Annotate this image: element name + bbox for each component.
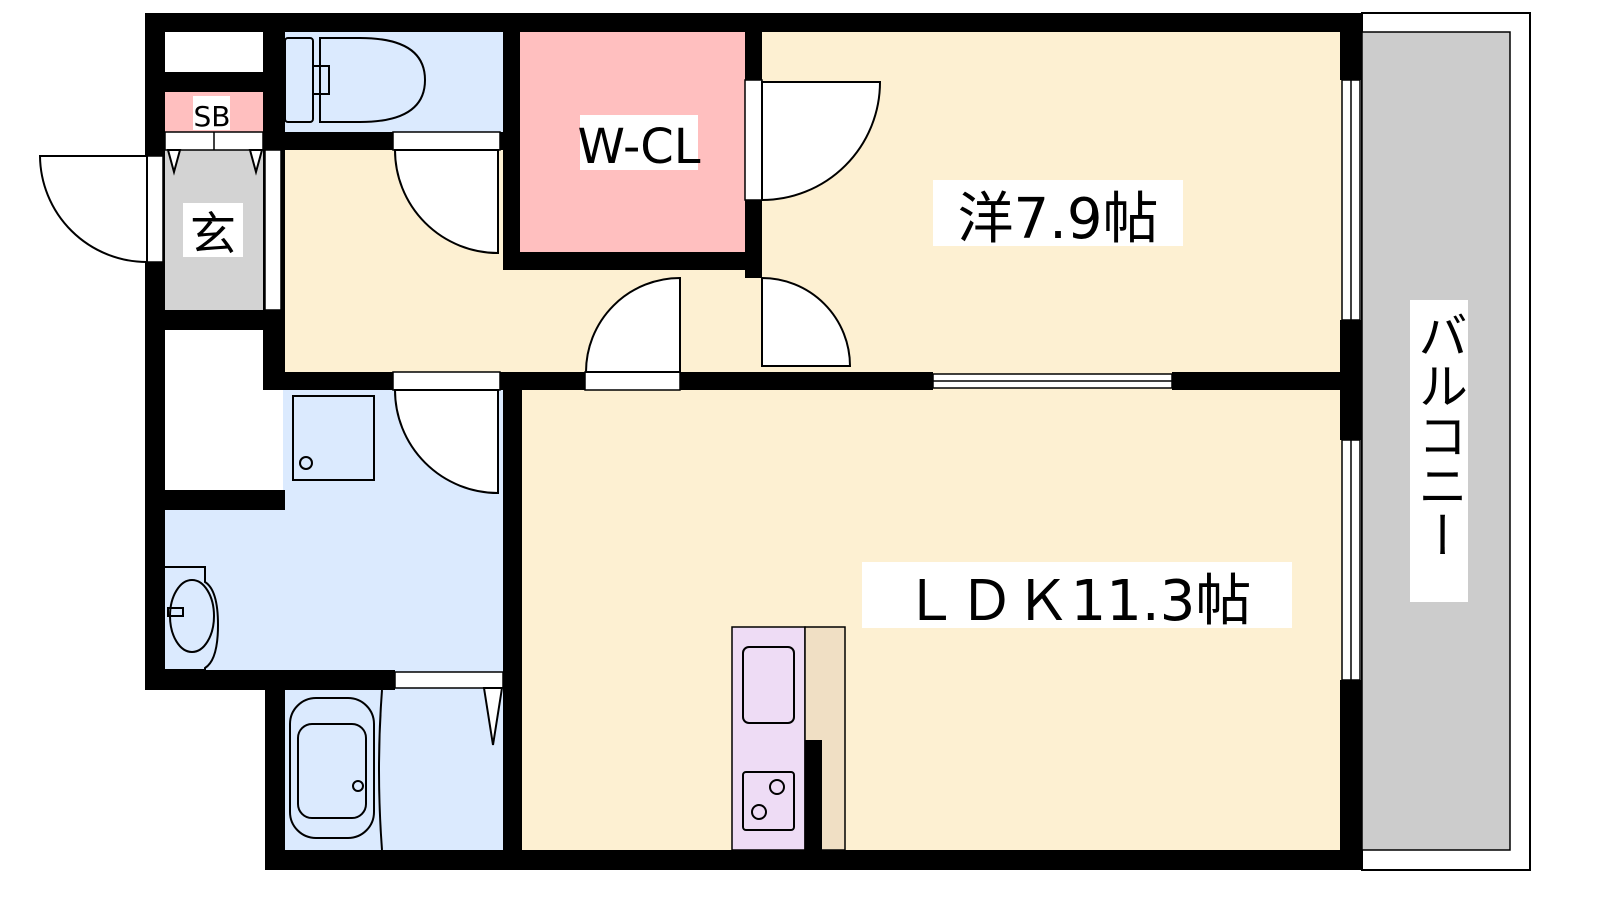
bathtub-icon	[289, 689, 383, 851]
balcony-label: バルコニー	[1410, 310, 1468, 560]
washroom-door	[393, 389, 499, 495]
kitchen-counter	[731, 626, 806, 851]
shoe-box-label: SB	[194, 100, 231, 133]
doors	[38, 81, 882, 746]
walk-in-closet-label: W-CL	[577, 119, 700, 175]
entrance-label: 玄	[190, 207, 236, 261]
ldk-door	[584, 276, 681, 373]
bathroom	[283, 688, 505, 852]
western-room-label: 洋7.9帖	[957, 187, 1158, 252]
entrance-door	[38, 155, 148, 264]
hallway-door	[393, 149, 499, 255]
sink-icon	[742, 646, 795, 724]
ldk-label: ＬＤＫ11.3帖	[903, 569, 1252, 634]
bath-door	[482, 687, 504, 746]
washing-machine-icon	[292, 395, 375, 481]
washroom-lower	[163, 508, 505, 672]
closet-door	[761, 276, 852, 367]
washbasin-icon	[165, 566, 220, 671]
toilet-icon	[284, 37, 427, 123]
stove-icon	[742, 771, 795, 831]
balcony: バルコニー	[1361, 12, 1531, 871]
western-room-door	[761, 81, 882, 202]
